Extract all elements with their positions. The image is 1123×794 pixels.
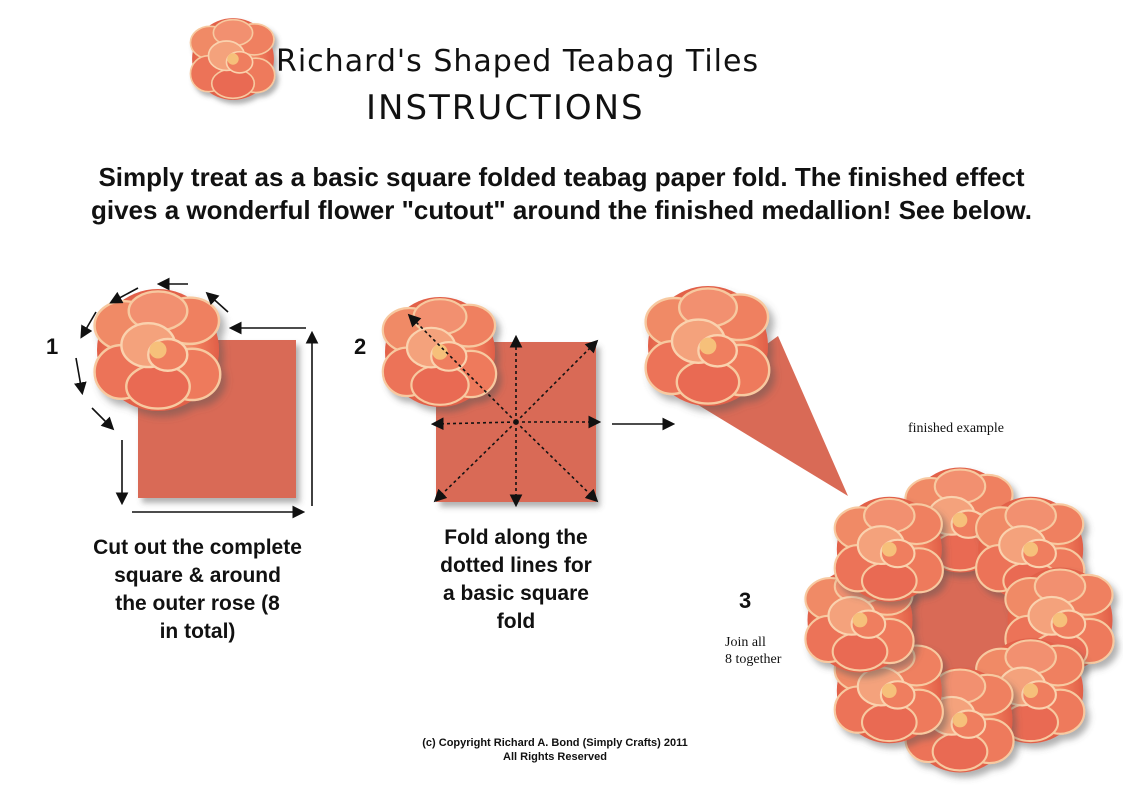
intro-line-1: Simply treat as a basic square folded te… <box>98 162 1025 192</box>
caption-line: the outer rose (8 <box>115 592 280 615</box>
step-1-diagram <box>74 277 319 519</box>
page-subtitle: INSTRUCTIONS <box>366 88 645 128</box>
caption-line: Fold along the <box>444 526 588 549</box>
folded-rose-icon <box>644 284 771 408</box>
caption-line: square & around <box>114 564 281 587</box>
step-1-rose-icon <box>93 287 222 413</box>
caption-line: dotted lines for <box>440 554 592 577</box>
step-2-caption: Fold along the dotted lines for a basic … <box>396 524 636 636</box>
caption-line: fold <box>496 610 536 633</box>
caption-line: Join all <box>725 635 766 650</box>
fold-dotted-lines <box>407 313 602 508</box>
step-3-number: 3 <box>739 588 752 613</box>
step-2-diagram <box>381 295 602 508</box>
intro-text: Simply treat as a basic square folded te… <box>0 161 1123 227</box>
caption-line: in total) <box>159 620 236 643</box>
copyright-line-2: All Rights Reserved <box>503 751 607 763</box>
step-3-caption: Join all 8 together <box>725 634 781 668</box>
cut-direction-arrows <box>74 277 319 519</box>
copyright-line-1: (c) Copyright Richard A. Bond (Simply Cr… <box>422 737 688 749</box>
caption-line: 8 together <box>725 652 782 667</box>
logo-rose-icon <box>189 17 276 101</box>
finished-example-label: finished example <box>908 421 1005 436</box>
caption-line: a basic square <box>443 582 589 605</box>
finished-medallion <box>804 466 1115 774</box>
page-title: Richard's Shaped Teabag Tiles <box>276 44 760 79</box>
caption-line: Cut out the complete <box>93 536 302 559</box>
step-1-number: 1 <box>46 334 59 359</box>
medallion-rose-icon <box>833 495 944 603</box>
step-1-caption: Cut out the complete square & around the… <box>70 534 325 646</box>
step-3-folded-piece <box>612 284 848 496</box>
copyright: (c) Copyright Richard A. Bond (Simply Cr… <box>380 736 730 764</box>
step-2-number: 2 <box>354 334 367 359</box>
intro-line-2: gives a wonderful flower "cutout" around… <box>90 195 1032 225</box>
step-2-rose-icon <box>381 295 498 409</box>
